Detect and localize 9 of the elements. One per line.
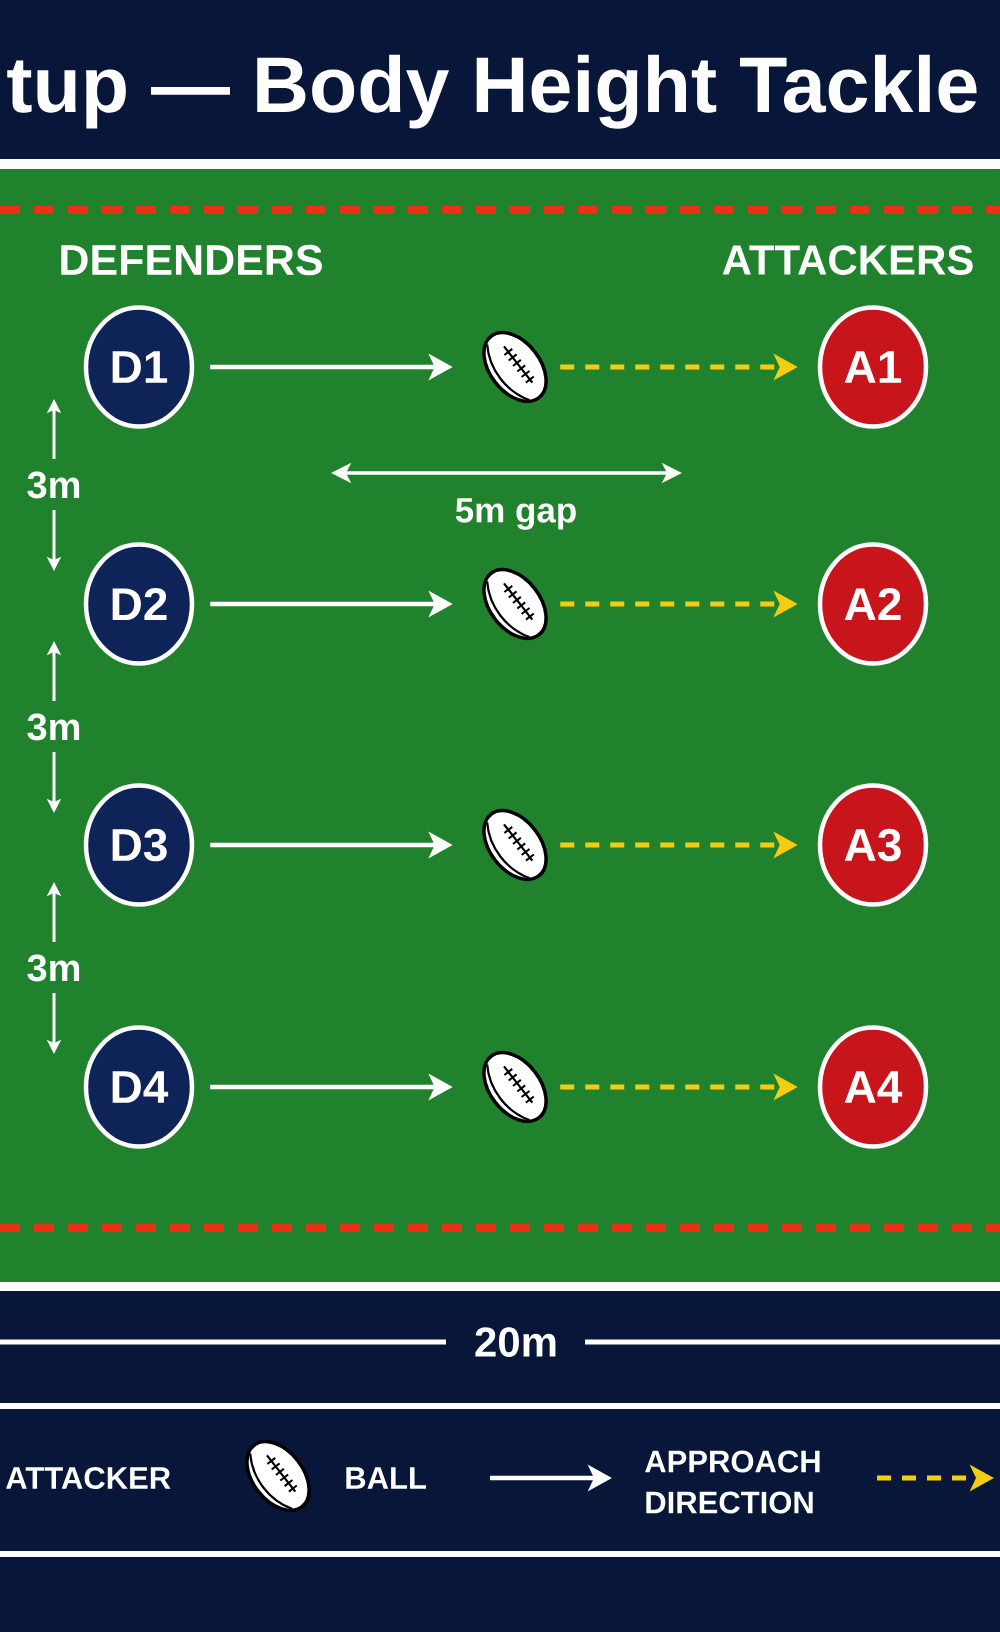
title: tup — Body Height Tackle	[7, 54, 977, 129]
legend-label: BALL	[346, 1467, 426, 1489]
dimension-label: 3m	[27, 954, 80, 982]
dimension-label: 5m gap	[455, 498, 576, 530]
dimension-label: 20m	[475, 1327, 556, 1357]
dimension-label: 3m	[27, 471, 80, 499]
legend-label: APPROACH DIRECTION	[645, 1450, 820, 1514]
dimension-label: 3m	[27, 713, 80, 741]
legend-label: ATTACKER	[6, 1467, 171, 1489]
